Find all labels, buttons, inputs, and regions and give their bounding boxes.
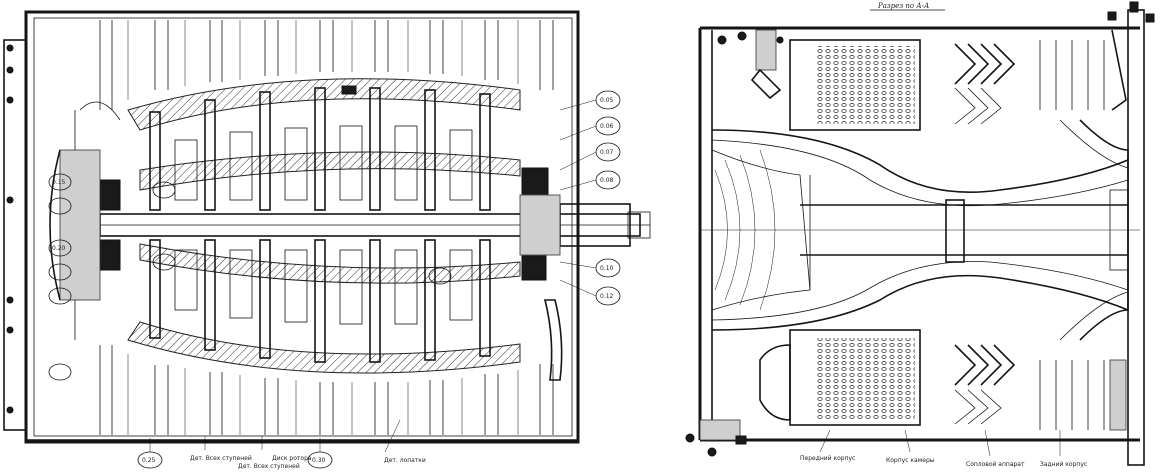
note-right-2: Корпус камеры [886, 457, 935, 464]
right-turbine-section: Разрез по А-А [685, 1, 1155, 468]
upper-liner-holes [815, 46, 915, 124]
right-callouts [559, 90, 621, 306]
rear-bearing [519, 167, 563, 381]
callout-value: 0.10 [600, 265, 614, 272]
callout-value: 0.15 [52, 179, 66, 186]
bottom-callouts [137, 419, 401, 469]
marker-block [341, 85, 357, 95]
upper-rear-vanes [1039, 29, 1127, 111]
callout-value: 0.08 [600, 177, 614, 184]
lower-stator-rows [99, 345, 554, 435]
callout-value: 0.20 [52, 245, 66, 252]
rotor-disks-upper [149, 87, 491, 211]
note-left-1: Дет. Всех ступеней [190, 455, 252, 462]
callout-value: 0.05 [600, 97, 614, 104]
callout-value: 0.12 [600, 293, 614, 300]
upper-stator-rows [99, 20, 554, 110]
bottom-fittings [685, 419, 747, 457]
note-left-4: Дет. лопатки [384, 457, 426, 464]
lower-turbine-blades [954, 344, 1016, 425]
lower-rear-vanes [1039, 359, 1127, 431]
note-left-2: Дет. Всех ступеней [238, 463, 300, 470]
callout-value: 0.30 [312, 457, 326, 464]
note-left-3: Диск ротора [272, 455, 312, 462]
note-right-3: Сопловой аппарат [966, 461, 1025, 468]
top-right-studs [1107, 1, 1155, 23]
right-shaft [700, 175, 1140, 290]
callout-value: 0.25 [142, 457, 156, 464]
callout-value: 0.07 [600, 149, 614, 156]
rotor-disks-lower [149, 239, 491, 363]
top-fittings [717, 29, 784, 100]
left-callouts [48, 173, 72, 381]
rotor-drum-upper [127, 78, 521, 131]
rear-nozzle-cone [1079, 119, 1129, 341]
left-bolts [6, 44, 14, 414]
note-right-4: Задний корпус [1040, 461, 1087, 468]
front-bearing [49, 101, 121, 340]
left-compressor-section: Дет. Всех ступеней Дет. Всех ступеней Ди… [3, 10, 651, 470]
upper-turbine-blades [954, 43, 1016, 125]
note-right-1: Передний корпус [800, 455, 855, 462]
lower-liner-holes [815, 338, 915, 420]
section-title: Разрез по А-А [877, 2, 929, 10]
callout-value: 0.06 [600, 123, 614, 130]
rotor-drum-lower [127, 321, 521, 374]
